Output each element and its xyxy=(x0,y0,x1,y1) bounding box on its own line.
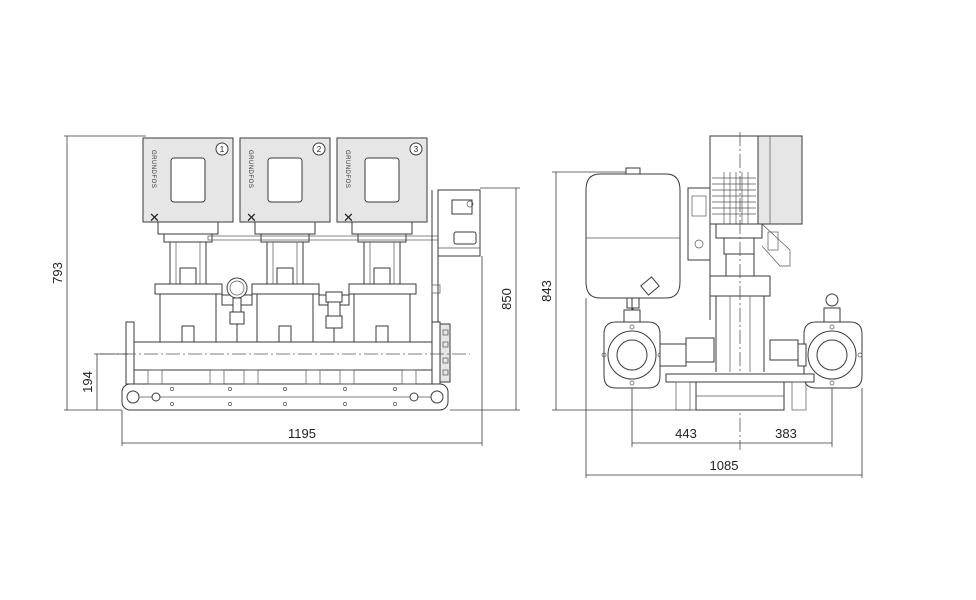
dim-194: 194 xyxy=(80,353,128,410)
dim-label-843: 843 xyxy=(539,280,554,302)
dim-label-1085: 1085 xyxy=(710,458,739,473)
dim-850: 850 xyxy=(450,187,520,411)
dim-label-793: 793 xyxy=(50,262,65,284)
pressure-tank xyxy=(585,167,681,322)
dim-443-383: 443 383 xyxy=(631,388,833,447)
pump-2: 2 GRUNDFOS ✕ xyxy=(239,137,331,343)
pump-number-2: 2 xyxy=(317,145,322,154)
pump-brand-3: GRUNDFOS xyxy=(344,150,350,188)
right-flange xyxy=(797,293,863,389)
pressure-gauge xyxy=(226,277,248,342)
dim-1085: 1085 xyxy=(585,298,863,478)
base-frame xyxy=(121,383,449,411)
side-base xyxy=(665,373,815,411)
dim-843: 843 xyxy=(539,171,696,411)
dim-label-443: 443 xyxy=(675,426,697,441)
pump-brand-1: GRUNDFOS xyxy=(150,150,156,188)
pump-number-3: 3 xyxy=(414,145,419,154)
dim-label-383: 383 xyxy=(775,426,797,441)
dim-793: 793 xyxy=(50,135,146,411)
dim-label-194: 194 xyxy=(80,371,95,393)
dim-1195: 1195 xyxy=(121,256,483,446)
left-flange xyxy=(601,298,687,389)
side-bracket xyxy=(761,223,791,267)
pump-3: 3 GRUNDFOS ✕ xyxy=(336,137,428,343)
dim-label-1195: 1195 xyxy=(288,426,316,441)
pump-brand-2: GRUNDFOS xyxy=(247,150,253,188)
pump-logo-1: ✕ xyxy=(149,210,160,225)
dim-label-850: 850 xyxy=(499,288,514,310)
manifold-feet xyxy=(147,369,417,385)
front-view: 1 GRUNDFOS ✕ 2 GRUNDFOS ✕ xyxy=(50,135,520,446)
control-box xyxy=(431,189,481,322)
check-valve xyxy=(325,291,343,342)
pump-logo-2: ✕ xyxy=(246,210,257,225)
pump-1: 1 GRUNDFOS ✕ xyxy=(142,137,234,343)
side-motor xyxy=(709,135,803,255)
side-pump-body xyxy=(685,132,799,450)
side-view: 843 443 383 1085 xyxy=(539,132,863,478)
pump-logo-3: ✕ xyxy=(343,210,354,225)
side-control-box xyxy=(687,187,711,320)
pump-number-1: 1 xyxy=(220,145,225,154)
